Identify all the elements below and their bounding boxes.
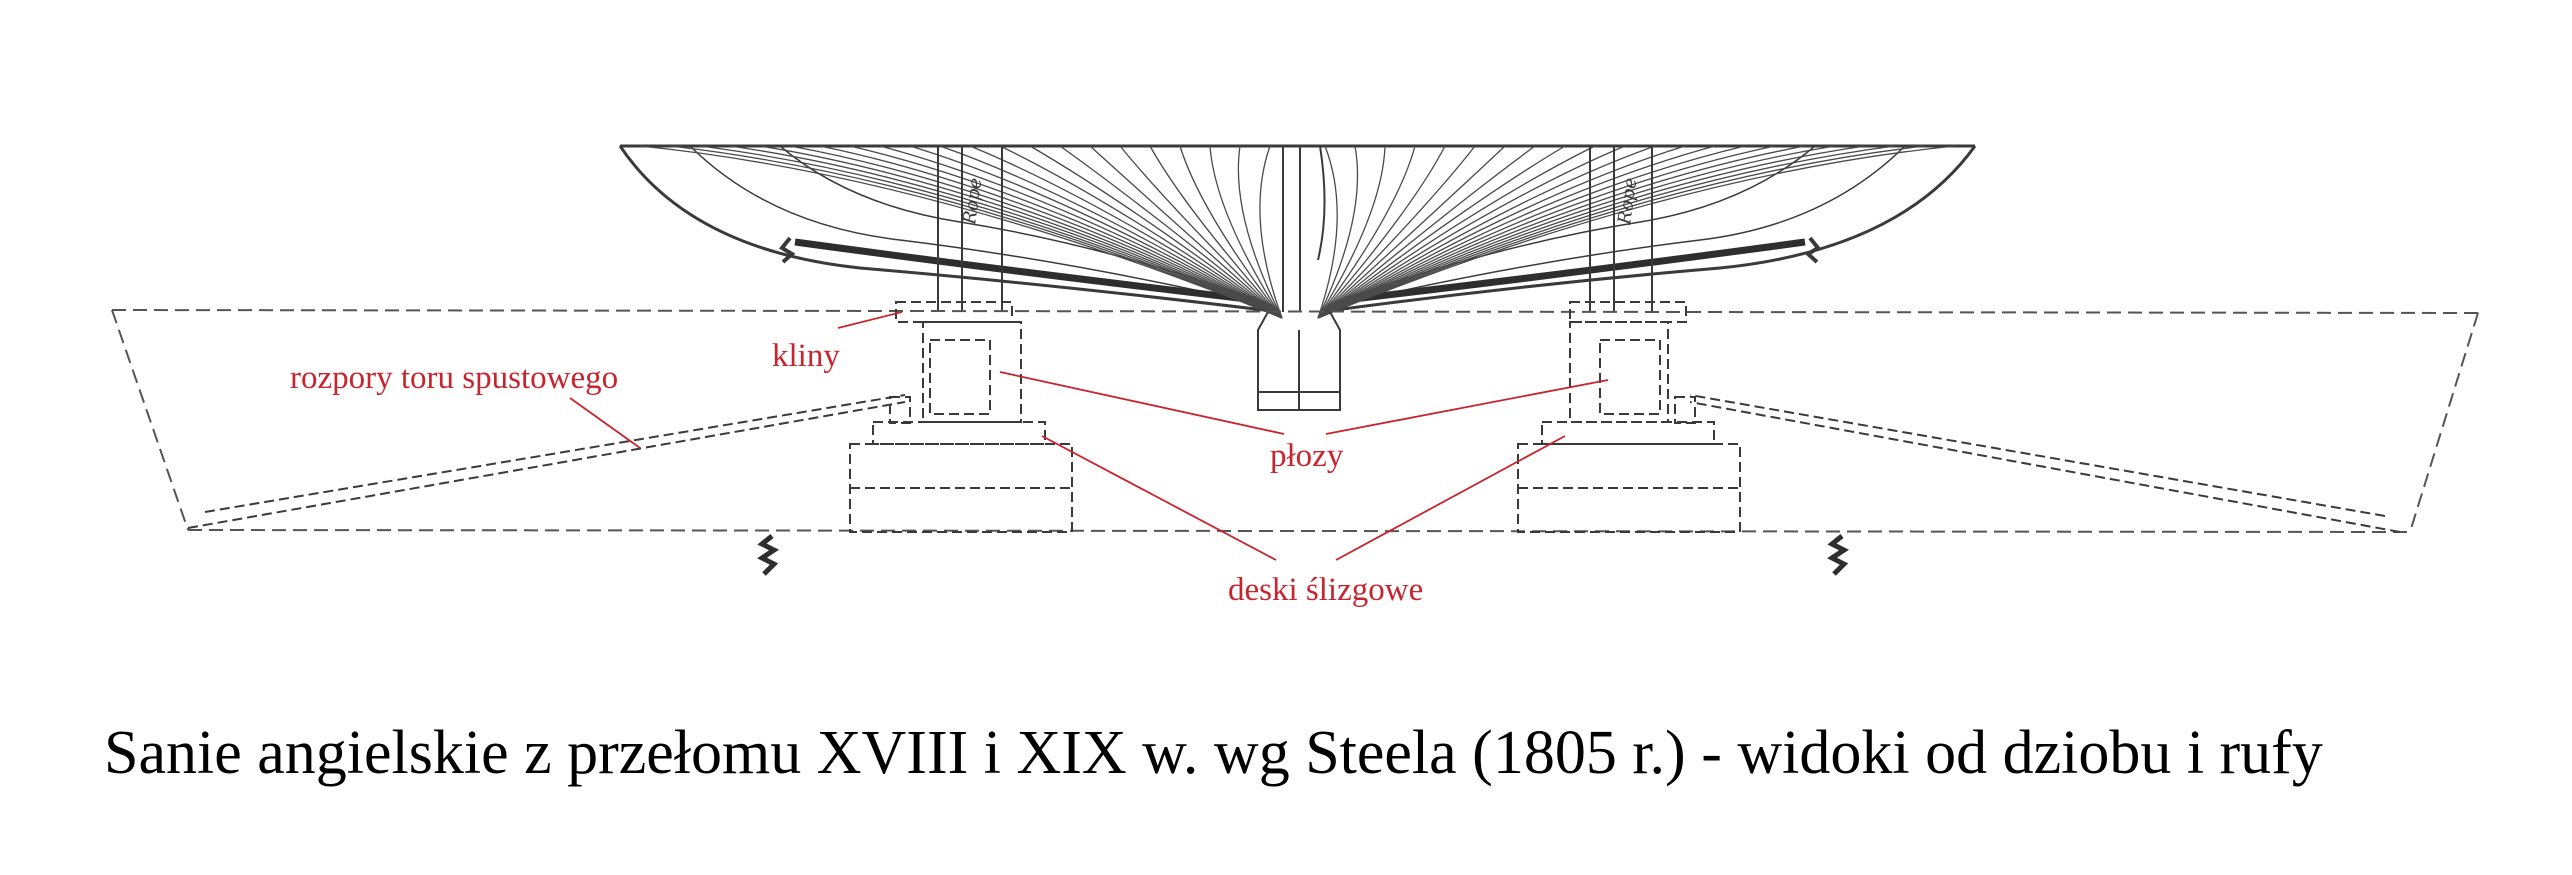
frame-line (1317, 145, 1566, 319)
frame-line (999, 145, 1283, 319)
frame-line (1317, 145, 1656, 319)
frame-line (819, 145, 1283, 319)
launching-ways-frame (111, 309, 2479, 533)
frame-lines (639, 145, 1956, 319)
frame-line (1179, 145, 1283, 319)
frame-line (1029, 145, 1283, 319)
frame-line (759, 145, 1283, 319)
frame-line (1317, 145, 1746, 319)
frame-line (849, 145, 1283, 319)
frame-line (1317, 145, 1536, 319)
label-deski: deski ślizgowe (1228, 572, 1424, 608)
frame-line (1119, 145, 1283, 319)
label-kliny: kliny (772, 338, 840, 374)
figure-caption: Sanie angielskie z przełomu XVIII i XIX … (104, 719, 2323, 787)
frame-line (969, 145, 1283, 319)
frame-line (1317, 145, 1596, 319)
frame-line (1317, 145, 1359, 319)
frame-line (1317, 145, 1386, 319)
frame-line (1237, 145, 1283, 319)
frame-line (1317, 145, 1416, 319)
frame-line (1209, 145, 1283, 319)
frame-line (1259, 145, 1283, 319)
frame-line (1317, 145, 1866, 319)
keel-block (1257, 311, 1341, 411)
frame-line (669, 145, 1283, 319)
left-cradle (187, 301, 1073, 533)
frame-line (1317, 145, 1776, 319)
hull-section (618, 144, 1977, 314)
cradle-posts (937, 146, 1653, 312)
frame-line (1317, 145, 1476, 319)
frame-line (789, 145, 1283, 319)
frame-line (1317, 145, 1926, 319)
frame-line (729, 145, 1283, 319)
annotation-leaders (569, 311, 1609, 561)
frame-line (1317, 145, 1506, 319)
right-cradle (1517, 301, 2401, 533)
frame-line (909, 145, 1283, 319)
frame-line (1317, 145, 1626, 319)
frame-line (1317, 145, 1896, 319)
frame-line (1317, 145, 1338, 319)
frame-line (1089, 145, 1283, 319)
frame-line (1317, 145, 1836, 319)
frame-line (1317, 145, 1686, 319)
frame-line (1149, 145, 1283, 319)
frame-line (1317, 145, 1806, 319)
frame-line (1059, 145, 1283, 319)
label-plozy: płozy (1270, 438, 1344, 474)
ground-marks (757, 534, 1849, 576)
frame-line (1317, 145, 1446, 319)
label-rozpory: rozpory toru spustowego (290, 360, 619, 396)
frame-line (939, 145, 1283, 319)
stem-post (1282, 145, 1326, 312)
frame-line (1317, 145, 1716, 319)
frame-line (699, 145, 1283, 319)
frame-line (639, 145, 1283, 319)
frame-line (879, 145, 1283, 319)
